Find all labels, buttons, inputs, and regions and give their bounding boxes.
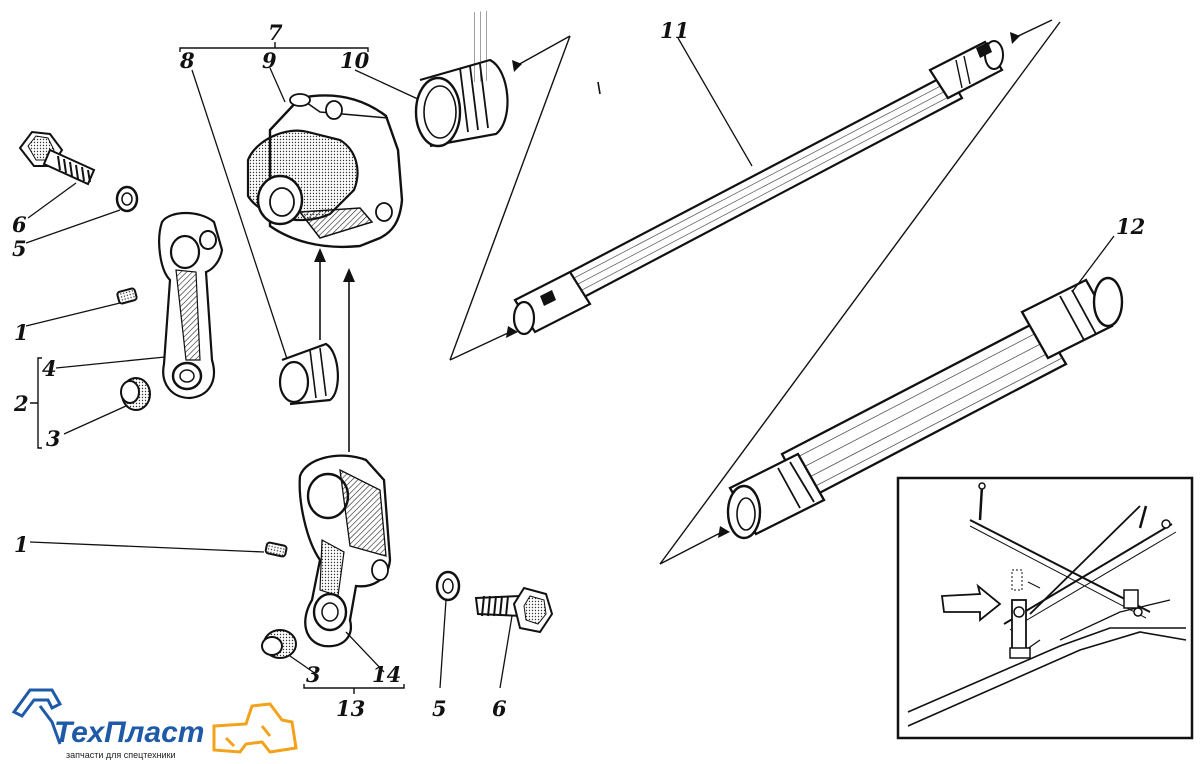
label-7: 7 (268, 20, 283, 45)
label-8: 8 (179, 48, 195, 73)
leader-10 (354, 69, 421, 101)
shaft-thick (726, 276, 1124, 540)
leader-11 (677, 37, 753, 167)
label-1-bottom: 1 (14, 532, 29, 557)
key-bottom (264, 541, 288, 558)
inset-pointer-arrow-icon (940, 583, 1002, 622)
bushing-large (414, 10, 509, 148)
label-13: 13 (336, 696, 365, 721)
inset-location-view (896, 476, 1194, 740)
loader-icon (212, 702, 298, 754)
label-10: 10 (340, 48, 370, 73)
bolt-top (18, 130, 96, 186)
assembly-arrows (449, 19, 1061, 565)
label-11: 11 (660, 18, 689, 43)
label-6-bottom: 6 (492, 696, 507, 721)
logo-name-part2: Пласт (104, 716, 204, 749)
logo-name-part1: Тех (54, 716, 105, 749)
housing-flange (246, 93, 404, 248)
washer-top (115, 185, 139, 213)
bracket-2 (30, 357, 42, 449)
lever-arm-top (158, 211, 224, 400)
leader-5a (25, 209, 121, 244)
excavator-icon (11, 688, 63, 718)
nut-bottom (261, 629, 297, 659)
leader-1a (25, 302, 121, 327)
brand-logo: ТехПласт запчасти для спецтехники (11, 688, 298, 760)
shaft-thin (512, 40, 1004, 336)
leader-6b (499, 615, 513, 689)
washer-bottom (435, 570, 461, 602)
nut-top (120, 377, 151, 411)
leader-8 (191, 69, 291, 369)
label-5-top: 5 (12, 236, 27, 261)
bracket-13 (303, 684, 405, 694)
callout-labels: 7 8 9 10 11 12 6 5 1 4 2 3 1 3 14 13 5 6 (12, 18, 1145, 721)
bushing-small (278, 342, 339, 406)
label-6-top: 6 (12, 212, 27, 237)
leader-14 (345, 631, 385, 673)
leader-3b (289, 655, 317, 675)
label-9: 9 (262, 48, 277, 73)
leader-12 (1071, 235, 1115, 293)
label-1-top: 1 (14, 320, 29, 345)
leader-3a (63, 405, 127, 435)
leader-1b (29, 541, 265, 553)
lever-arm-bottom (298, 454, 392, 648)
leader-6a (27, 182, 77, 219)
label-2: 2 (13, 391, 29, 416)
label-5-bottom: 5 (432, 696, 447, 721)
key-top (116, 287, 138, 305)
label-12: 12 (1116, 214, 1145, 239)
bracket-7 (179, 42, 369, 52)
leader-9 (269, 67, 286, 103)
label-14: 14 (372, 662, 401, 687)
label-3-bottom: 3 (306, 662, 321, 687)
logo-tagline: запчасти для спецтехники (66, 750, 176, 760)
leader-4 (55, 356, 166, 369)
label-3-top: 3 (46, 426, 61, 451)
label-4: 4 (42, 356, 57, 381)
bolt-bottom (474, 586, 554, 634)
leader-5b (439, 599, 447, 689)
svg-text:ТехПласт: ТехПласт (54, 716, 204, 749)
